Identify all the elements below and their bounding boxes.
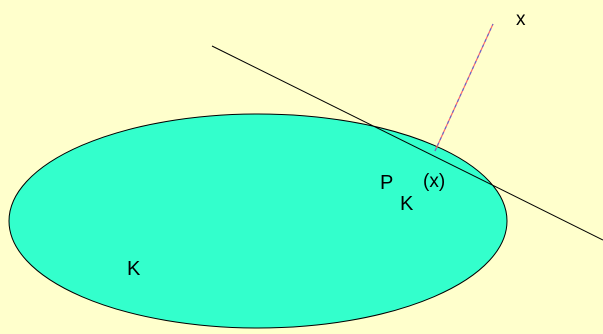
tangent-line xyxy=(211,45,603,241)
label-projection-p: P xyxy=(380,172,393,194)
label-set-k: K xyxy=(127,258,141,280)
label-projection-sub-k: K xyxy=(400,193,414,215)
label-point-x: x xyxy=(516,9,526,30)
label-projection-arg: (x) xyxy=(423,171,445,192)
projection-segment-b xyxy=(434,23,494,152)
convex-set-ellipse xyxy=(8,113,508,329)
